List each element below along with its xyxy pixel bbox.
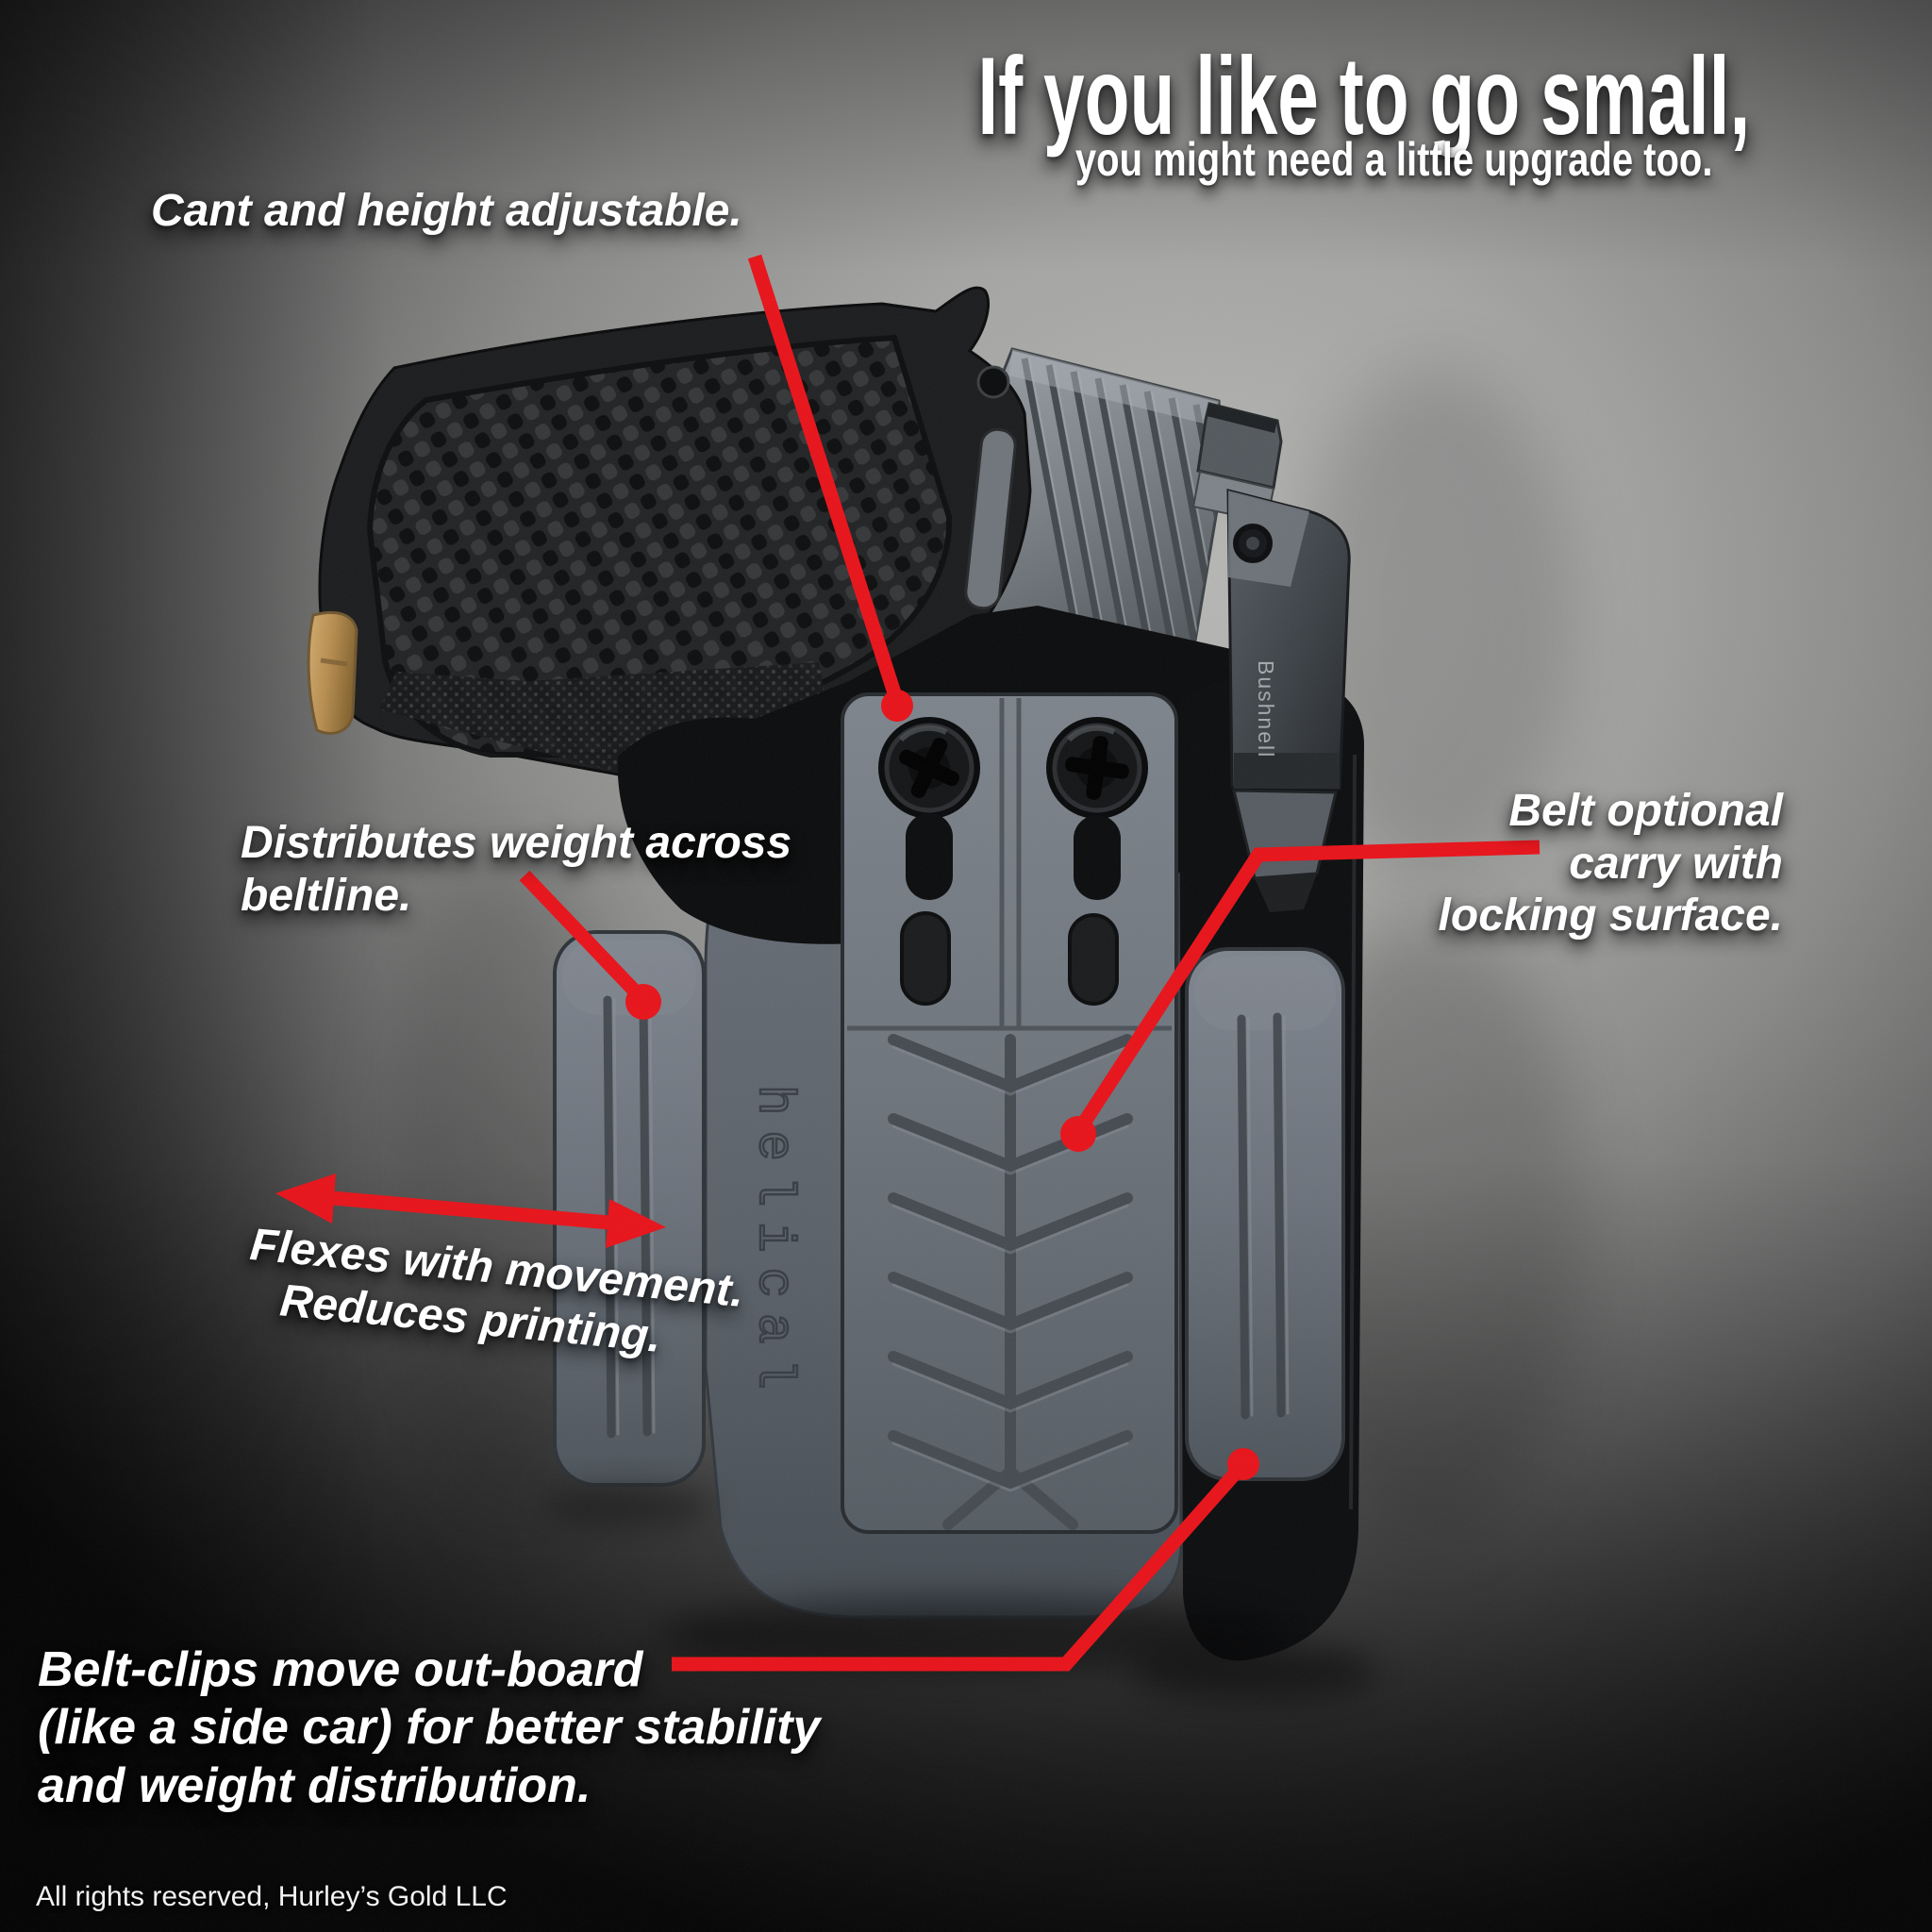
copyright-notice: All rights reserved, Hurley’s Gold LLC [36,1881,508,1912]
callout-belt-optional-line1: Belt optional [1508,786,1783,836]
subheadline: you might need a little upgrade too. [1074,133,1712,186]
callout-weight: Distributes weight across beltline. [241,817,791,922]
callout-belt-clips-line2: (like a side car) for better stability [38,1700,821,1756]
callout-belt-optional-line3: locking surface. [1438,891,1783,941]
callout-belt-optional-line2: carry with [1569,838,1783,889]
callout-weight-line1: Distributes weight across [241,818,792,868]
callout-belt-optional: Belt optional carry with locking surface… [1439,785,1783,942]
callout-belt-clips: Belt-clips move out-board (like a side c… [38,1641,820,1815]
callout-weight-line2: beltline. [241,870,412,921]
callout-belt-clips-line1: Belt-clips move out-board [38,1642,643,1697]
callout-belt-clips-line3: and weight distribution. [38,1757,591,1813]
callout-cant: Cant and height adjustable. [151,186,742,236]
headline: If you like to go small, [977,34,1750,158]
